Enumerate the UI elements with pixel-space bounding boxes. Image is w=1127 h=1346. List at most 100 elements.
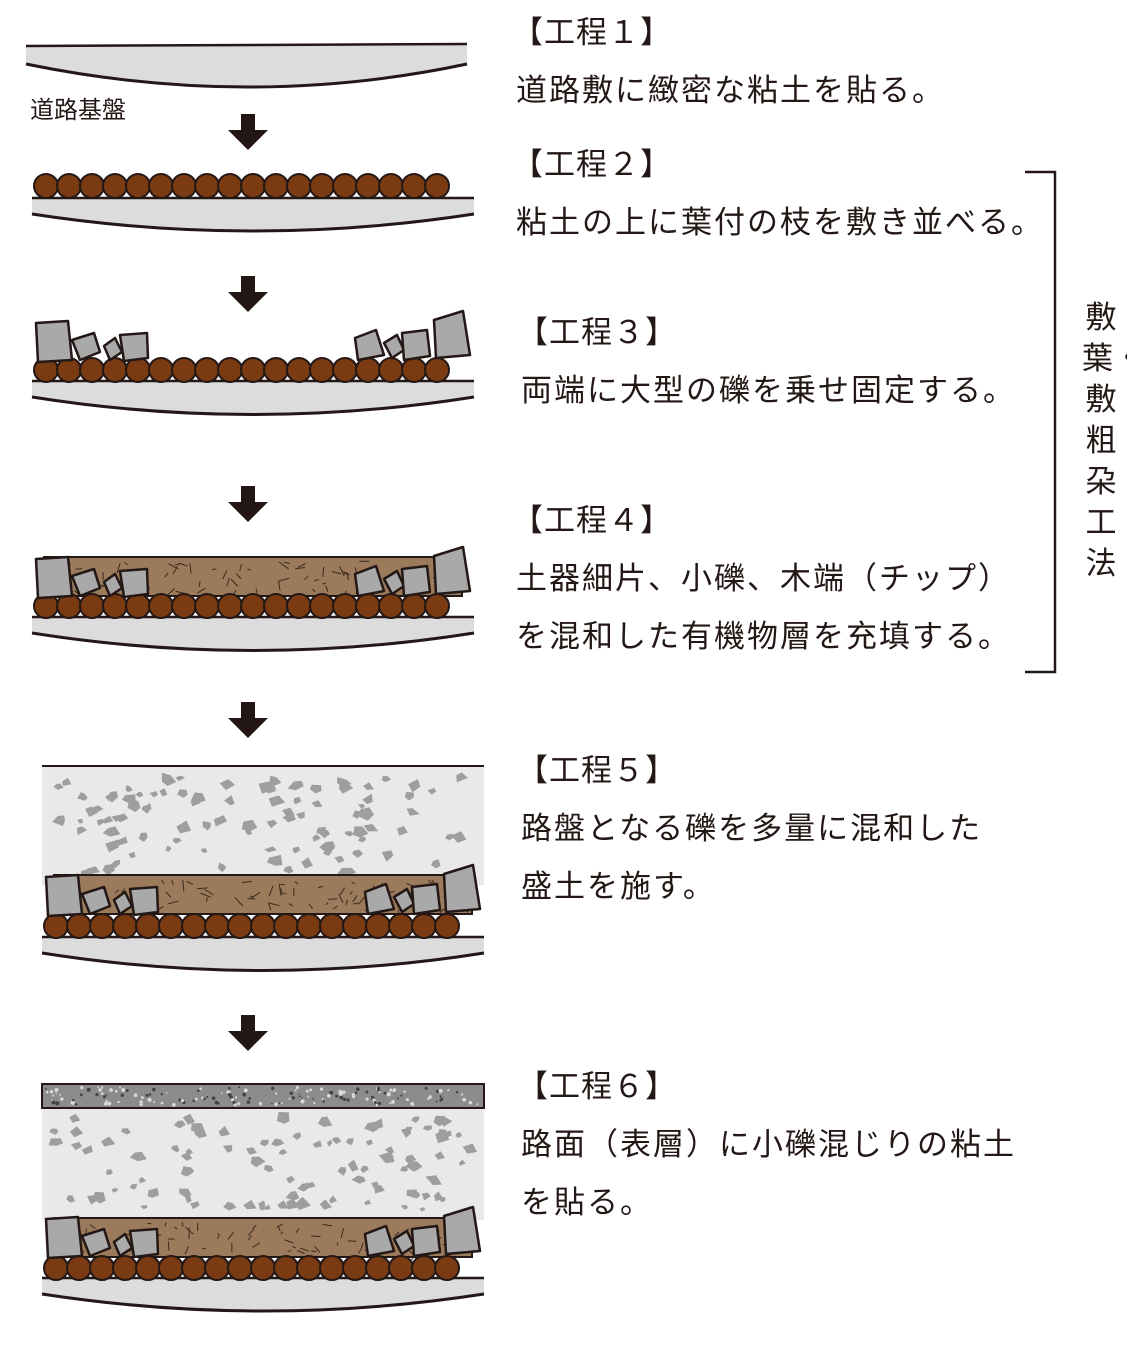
surface-grain xyxy=(438,1088,443,1094)
wood-chip xyxy=(201,1247,206,1250)
surface-grain xyxy=(298,1093,301,1096)
surface-grain xyxy=(403,1090,406,1093)
gravel-chip xyxy=(400,1204,408,1210)
gravel-chip xyxy=(102,815,114,824)
wood-chip xyxy=(280,1231,284,1235)
gravel-chip xyxy=(190,1201,200,1210)
surface-grain xyxy=(377,1101,382,1106)
gravel-chip xyxy=(458,1159,466,1166)
branch-circle xyxy=(355,593,381,619)
gravel-chip xyxy=(202,821,211,831)
wood-chip xyxy=(124,561,128,566)
branch-circle xyxy=(286,357,312,383)
surface-grain xyxy=(447,1089,450,1092)
gravel-chip xyxy=(292,846,301,854)
wood-chip xyxy=(408,1250,414,1255)
gravel-chip xyxy=(111,814,121,822)
branch-circle xyxy=(286,173,312,199)
surface-grain xyxy=(152,1087,156,1092)
surface-grain xyxy=(391,1100,395,1104)
gravel-chip xyxy=(362,793,373,805)
surface-grain xyxy=(377,1086,381,1090)
surface-grain xyxy=(300,1099,305,1104)
surface-grain xyxy=(321,1098,324,1100)
gravel-chip xyxy=(406,1126,413,1132)
surface-grain xyxy=(288,1097,291,1100)
branch-circle xyxy=(112,1255,138,1281)
surface-grain xyxy=(410,1101,415,1106)
surface-grain xyxy=(101,1086,104,1089)
surface-grain xyxy=(400,1094,403,1097)
gravel-chip xyxy=(121,1128,131,1135)
surface-grain xyxy=(148,1093,152,1096)
surface-grain xyxy=(274,1092,278,1095)
surface-grain xyxy=(242,1092,247,1097)
clay-layer xyxy=(26,44,467,87)
wood-chip xyxy=(332,905,338,910)
gravel-chip xyxy=(329,1195,337,1204)
wood-chip xyxy=(114,889,119,894)
gravel-chip xyxy=(364,1199,372,1206)
gravel-chip xyxy=(102,863,115,876)
gravel-chip xyxy=(185,1195,192,1204)
surface-grain xyxy=(397,1097,399,1100)
surface-grain xyxy=(274,1102,278,1106)
gravel-chip xyxy=(430,859,441,869)
branch-circle xyxy=(125,357,151,383)
surface-grain xyxy=(312,1097,315,1100)
wood-chip xyxy=(276,1223,283,1229)
bracket xyxy=(1025,170,1057,674)
gravel-chip xyxy=(283,865,294,874)
gravel-chip xyxy=(172,838,182,844)
branch-circle xyxy=(332,173,358,199)
surface-grain xyxy=(476,1103,479,1106)
gravel-chip xyxy=(219,779,235,790)
gravel-chip xyxy=(110,859,120,869)
gravel-chip xyxy=(286,1175,296,1184)
branch-circle xyxy=(263,593,289,619)
surface-grain xyxy=(244,1088,248,1093)
surface-grain xyxy=(294,1089,297,1092)
gravel-chip xyxy=(332,1137,342,1144)
surface-grain xyxy=(227,1086,231,1090)
branch-circle xyxy=(378,173,404,199)
branch-circle xyxy=(89,913,115,939)
gravel-chip xyxy=(352,826,369,838)
gravel-chip xyxy=(53,783,64,790)
surface-grain xyxy=(220,1092,223,1095)
gravel-chip xyxy=(384,1146,395,1154)
step6-heading: 【工程６】 xyxy=(517,1069,677,1105)
gravel-chip xyxy=(161,772,177,786)
surface-grain xyxy=(59,1093,61,1096)
wood-chip xyxy=(278,1227,281,1231)
surface-grain xyxy=(258,1102,263,1106)
branch-circle xyxy=(112,913,138,939)
stone xyxy=(102,336,124,362)
surface-grain xyxy=(153,1101,156,1104)
arrow-stem xyxy=(241,702,255,718)
stone xyxy=(410,1224,442,1258)
branch-circle xyxy=(227,1255,253,1281)
branch-circle xyxy=(194,593,220,619)
surface-grain xyxy=(139,1103,143,1107)
wood-chip xyxy=(248,1228,255,1236)
surface-grain xyxy=(105,1094,108,1096)
wood-chip xyxy=(294,881,299,885)
gravel-chip xyxy=(425,1175,442,1186)
surface-grain xyxy=(121,1088,126,1092)
gravel-chip xyxy=(340,779,352,786)
surface-grain xyxy=(238,1086,241,1089)
surface-grain xyxy=(291,1096,295,1100)
wood-chip xyxy=(288,903,294,907)
gravel-chip xyxy=(191,792,206,804)
gravel-chip xyxy=(347,1159,359,1172)
wood-chip xyxy=(308,903,313,910)
surface-grain xyxy=(355,1087,360,1091)
gravel-chip xyxy=(173,1120,186,1129)
branch-circle xyxy=(171,173,197,199)
gravel-chip xyxy=(427,787,437,795)
surface-grain xyxy=(424,1086,428,1090)
wood-chip xyxy=(339,566,345,577)
gravel-chip xyxy=(77,792,88,801)
